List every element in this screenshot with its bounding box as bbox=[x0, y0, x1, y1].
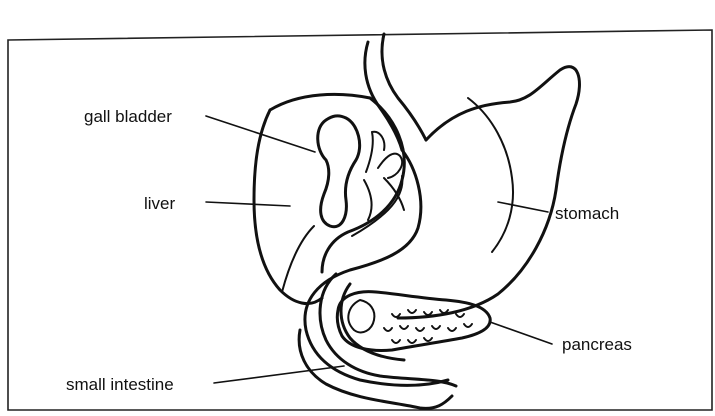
stomach-outline bbox=[305, 67, 580, 386]
gall-bladder-outline bbox=[318, 116, 360, 227]
pancreas-duodenum-loop bbox=[348, 300, 374, 332]
esophagus-right-wall bbox=[382, 34, 426, 140]
pancreas-label: pancreas bbox=[562, 335, 632, 354]
liver-outline bbox=[254, 94, 404, 303]
small-intestine-leader bbox=[214, 366, 344, 383]
liver-label: liver bbox=[144, 194, 176, 213]
stomach-inner-curve bbox=[468, 98, 513, 252]
small-intestine-label: small intestine bbox=[66, 375, 174, 394]
gall-bladder-leader bbox=[206, 116, 315, 152]
stomach-leader bbox=[498, 202, 548, 212]
liver-leader bbox=[206, 202, 290, 206]
liver-lobe-edge bbox=[282, 226, 314, 292]
stomach-label: stomach bbox=[555, 204, 619, 223]
pancreas-leader bbox=[490, 322, 552, 344]
gall-bladder-label: gall bladder bbox=[84, 107, 172, 126]
